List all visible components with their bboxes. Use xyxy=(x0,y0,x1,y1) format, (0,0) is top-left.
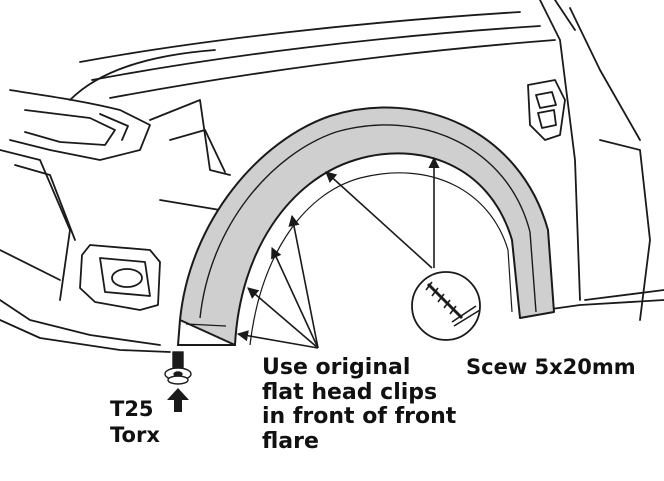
torx-bolt-icon xyxy=(164,351,192,385)
clips-line-2: flat head clips xyxy=(262,379,438,405)
fender-flare xyxy=(176,106,555,346)
clips-line-3: in front of front xyxy=(262,404,457,430)
screw-detail-icon xyxy=(411,271,481,341)
leader-arrows xyxy=(236,156,440,349)
vehicle-body-outline xyxy=(0,0,664,353)
up-arrow-icon xyxy=(167,388,189,412)
clips-callout: Use original flat head clips in front of… xyxy=(262,355,457,455)
screw-callout: Scew 5x20mm xyxy=(466,355,636,379)
bolt-callout-line-1: T25 xyxy=(110,397,154,421)
clips-line-1: Use original xyxy=(262,355,411,380)
bolt-callout-line-2: Torx xyxy=(110,423,160,447)
clips-line-4: flare xyxy=(262,428,319,454)
